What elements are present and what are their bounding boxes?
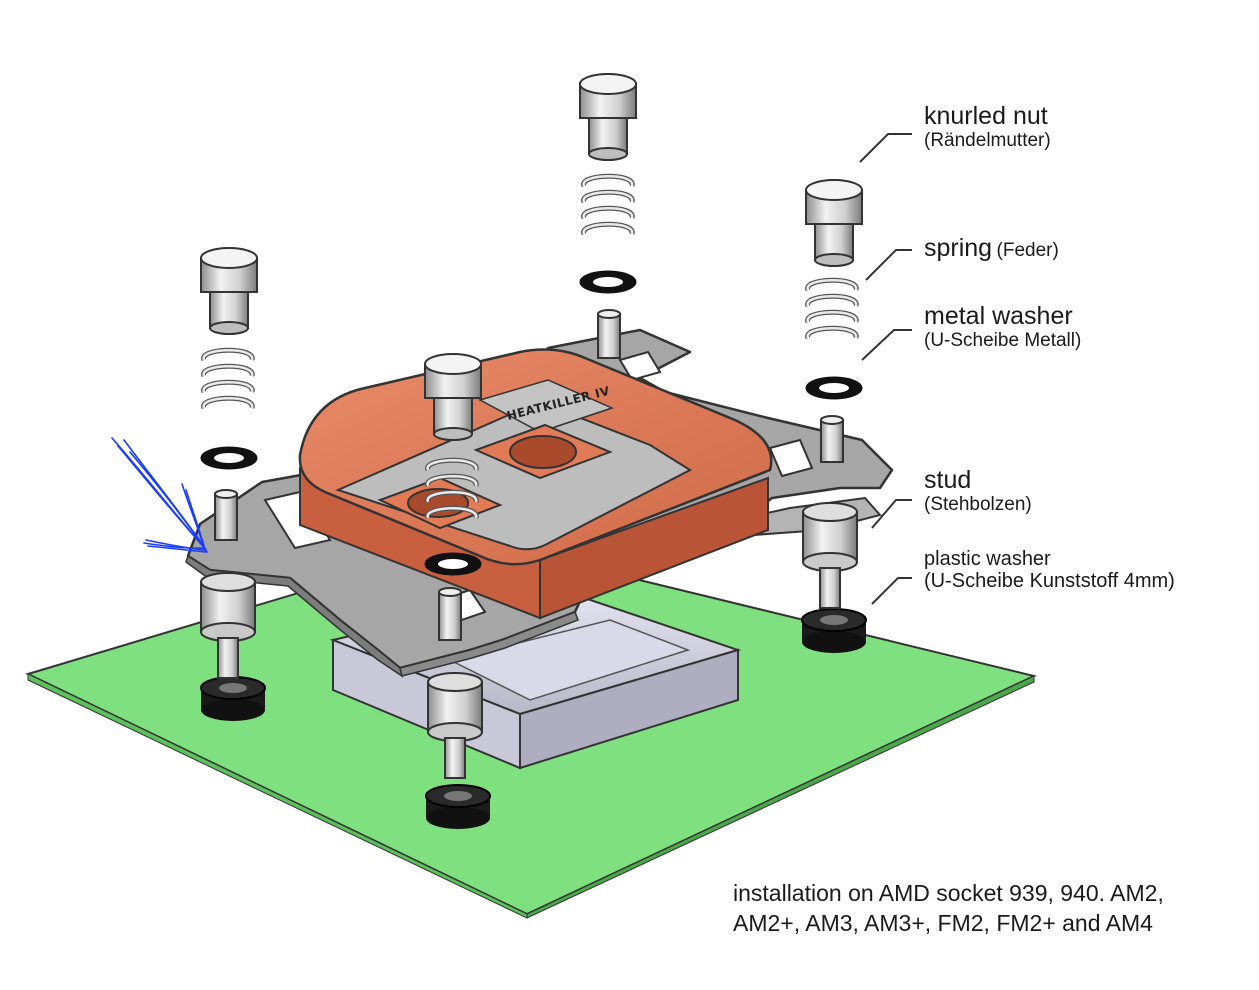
hardware-parts [200, 73, 867, 829]
label-spring-main: spring [924, 234, 993, 262]
hand-drawn-arrow [111, 437, 208, 553]
stud-right [820, 415, 844, 463]
label-metal-washer: metal washer (U-Scheibe Metall) [924, 302, 1081, 352]
plastic-washer-right [802, 502, 858, 609]
leader-metal-washer [861, 329, 912, 361]
stud-front-left [214, 489, 238, 541]
caption-line-1: installation on AMD socket 939, 940. AM2… [733, 880, 1164, 906]
label-metal-washer-sub: (U-Scheibe Metall) [924, 330, 1082, 351]
label-knurled-nut-main: knurled nut [924, 102, 1048, 130]
leader-stud [871, 499, 912, 529]
rubber-pad-front-left [200, 676, 266, 721]
stud-back [597, 309, 621, 359]
label-stud: stud (Stehbolzen) [924, 466, 1032, 516]
label-spring: spring (Feder) [924, 234, 1059, 262]
knurled-nut-center [424, 353, 482, 441]
rubber-pad-right [801, 608, 867, 653]
knurled-nut-back [579, 73, 637, 161]
label-plastic-washer-sub: (U-Scheibe Kunststoff 4mm) [924, 570, 1175, 592]
metal-washer-left [200, 446, 258, 470]
label-spring-sub: (Feder) [996, 240, 1059, 261]
label-knurled-nut: knurled nut (Rändelmutter) [924, 102, 1051, 152]
leader-spring [865, 249, 912, 281]
plastic-washer-front-left [200, 572, 256, 679]
label-plastic-washer: plastic washer (U-Scheibe Kunststoff 4mm… [924, 548, 1175, 592]
metal-washer-back [579, 270, 637, 294]
label-plastic-washer-main: plastic washer [924, 548, 1051, 570]
spring-center [425, 457, 479, 520]
spring-right [805, 277, 859, 340]
spring-back [581, 173, 635, 236]
knurled-nut-right [805, 179, 863, 267]
caption-line-2: AM2+, AM3, AM3+, FM2, FM2+ and AM4 [733, 910, 1153, 936]
rubber-pad-front [425, 784, 491, 829]
stud-front [438, 587, 462, 641]
label-stud-main: stud [924, 466, 972, 494]
plastic-washer-front [427, 672, 483, 779]
metal-washer-center [424, 552, 482, 576]
leader-lines [859, 133, 912, 605]
knurled-nut-left [200, 247, 258, 335]
label-knurled-nut-sub: (Rändelmutter) [924, 130, 1051, 151]
label-metal-washer-main: metal washer [924, 302, 1073, 330]
metal-washer-right [805, 376, 863, 400]
spring-left [201, 347, 255, 410]
leader-plastic-washer [871, 577, 912, 605]
leader-knurled-nut [859, 133, 912, 163]
label-stud-sub: (Stehbolzen) [924, 494, 1032, 515]
caption: installation on AMD socket 939, 940. AM2… [733, 878, 1164, 938]
